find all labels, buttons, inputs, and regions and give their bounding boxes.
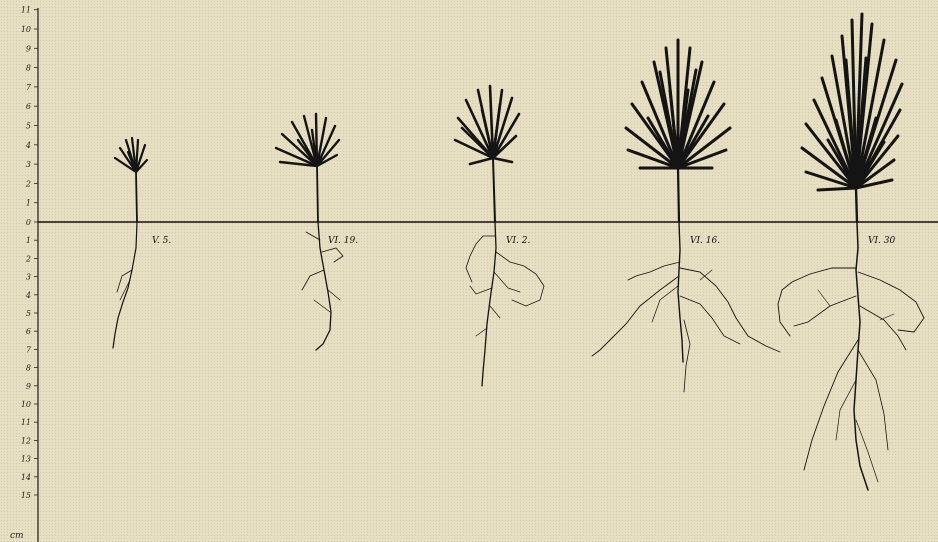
seedling-4-stem [678, 168, 679, 222]
seedling-3-date: VI. 2. [506, 236, 531, 246]
axis-tick-label: 10 [21, 25, 31, 34]
axis-tick-label: 11 [21, 6, 31, 15]
axis-tick-label: 9 [26, 382, 31, 391]
axis-tick-label: 1 [26, 236, 31, 245]
axis-tick-label: 4 [25, 291, 31, 300]
axis-tick-label: 2 [25, 179, 31, 188]
axis-tick-label: 9 [26, 44, 31, 53]
seedling-1-stem [136, 172, 137, 222]
seedling-5-stem [856, 188, 857, 222]
axis-tick-label: 12 [21, 436, 31, 445]
axis-tick-label: 0 [26, 218, 31, 227]
axis-tick-label: 6 [26, 102, 31, 111]
seedling-1-date: V. 5. [152, 236, 171, 246]
seedling-4-date: VI. 16. [690, 236, 720, 246]
axis-tick-label: 13 [21, 455, 31, 464]
axis-tick-label: 8 [26, 364, 31, 373]
axis-unit-label: cm [10, 531, 24, 541]
axis-tick-label: 5 [26, 309, 31, 318]
seedling-5-date: VI. 30 [868, 236, 896, 246]
axis-tick-label: 14 [21, 473, 31, 482]
axis-tick-label: 2 [25, 254, 31, 263]
axis-tick-label: 6 [26, 327, 31, 336]
axis-tick-label: 10 [21, 400, 31, 409]
axis-tick-label: 5 [26, 122, 31, 131]
axis-tick-label: 3 [26, 160, 31, 169]
axis-tick-label: 15 [21, 491, 31, 500]
axis-tick-label: 4 [25, 141, 31, 150]
axis-tick-label: 8 [26, 64, 31, 73]
seedling-2-stem [317, 166, 318, 222]
seedling-2-date: VI. 19. [328, 236, 358, 246]
axis-tick-label: 1 [26, 199, 31, 208]
axis-tick-label: 11 [21, 418, 31, 427]
axis-tick-label: 3 [26, 273, 31, 282]
